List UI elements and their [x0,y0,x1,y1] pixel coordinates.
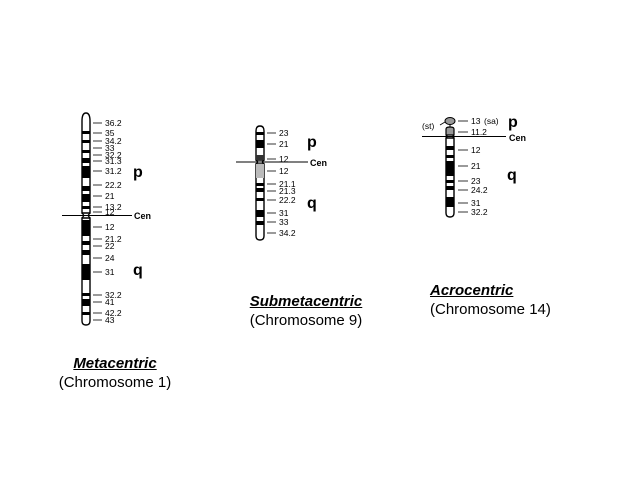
band [82,264,90,280]
band [82,140,90,143]
band-label: 41 [105,297,115,307]
submetacentric-q-label: q [307,195,317,212]
metacentric-q-label: q [133,262,143,279]
band [82,131,90,134]
band [256,210,264,217]
band-label: 32.2 [105,290,122,300]
band [82,220,90,236]
band-label: 22.2 [279,195,296,205]
band-label: 24 [105,253,115,263]
band [82,241,90,245]
band-label: 22 [105,241,115,251]
metacentric-caption: Metacentric (Chromosome 1) [40,354,190,392]
band [446,197,454,207]
band-label: 21 [471,161,481,171]
band-label: 33 [105,143,115,153]
metacentric-p-label: p [133,164,143,181]
submetacentric-tick-lines [267,132,276,234]
metacentric-chromosome: Cen 36.2 35 34.2 33 32.2 31.3 31.2 22.2 … [62,112,151,326]
band [446,186,454,190]
band-label: 11.2 [471,127,487,137]
band [82,206,90,209]
band [256,164,264,178]
band-label: 13.2 [105,202,122,212]
acrocentric-cen-label: Cen [509,133,526,143]
band [82,293,90,296]
band [82,312,90,315]
band-label: 24.2 [471,185,488,195]
acrocentric-p-label: p [508,114,518,131]
submetacentric-subtitle: (Chromosome 9) [249,312,363,329]
submetacentric-cen-label: Cen [310,158,327,168]
band-label: 21 [279,139,289,149]
metacentric-tick-lines [93,122,102,321]
band-label: 22.2 [105,180,122,190]
band-label: 12 [279,154,289,164]
band-label: 31.3 [105,156,122,166]
band-label: 32.2 [471,207,488,217]
band-label: 43 [105,315,115,325]
band-label: 35 [105,128,115,138]
metacentric-subtitle: (Chromosome 1) [58,374,172,391]
band-label: 13 [471,116,481,126]
band-label: 31 [471,198,481,208]
acrocentric-tick-lines [439,120,468,213]
band [82,250,90,255]
band [82,299,90,306]
band-label: 42.2 [105,308,122,318]
band-label: (sa) [484,116,499,126]
band-label: 12 [471,145,481,155]
band-label: 31.2 [105,166,122,176]
band [256,198,264,201]
submetacentric-chromosome: Cen 23 21 12 12 21.1 21.3 22.2 31 33 34.… [236,125,327,241]
acrocentric-satellite [444,117,456,125]
band [256,140,264,148]
acrocentric-p-arm [445,126,455,136]
band-label: 23 [471,176,481,186]
band-label: 21.1 [279,179,296,189]
band [446,180,454,183]
submetacentric-p-label: p [307,134,317,151]
acrocentric-caption: Acrocentric (Chromosome 14) [430,281,580,319]
band-label: 31 [105,267,115,277]
band [82,158,90,163]
band-label: 36.2 [105,118,122,128]
band-label: 34.2 [105,136,122,146]
band-label: 23 [279,128,289,138]
band [82,194,90,202]
band-label: 21 [105,191,115,201]
band [256,183,264,186]
band-label: 33 [279,217,289,227]
band-label: 34.2 [279,228,296,238]
band [446,155,454,158]
band [446,161,454,176]
acrocentric-chromosome: Cen (st) 13 (sa) 11.2 12 21 23 24.2 31 3… [422,114,526,218]
band [256,155,264,160]
acrocentric-subtitle: (Chromosome 14) [430,301,551,318]
acrocentric-q-label: q [507,167,517,184]
acrocentric-satellite-label: (st) [422,121,434,131]
band-label: 12 [105,207,115,217]
band-label: 21.2 [105,234,122,244]
band [256,132,264,135]
band-label: 21.3 [279,186,296,196]
band [82,166,90,178]
band-label: 32.2 [105,150,122,160]
band [256,221,264,225]
band [446,146,454,150]
metacentric-title: Metacentric [73,355,157,372]
metacentric-cen-label: Cen [134,211,151,221]
band-label: 12 [105,222,115,232]
submetacentric-title: Submetacentric [249,293,363,310]
band-label: 31 [279,208,289,218]
band [82,150,90,153]
band-label: 12 [279,166,289,176]
acrocentric-title: Acrocentric [430,282,514,299]
band [82,186,90,191]
band [256,188,264,192]
submetacentric-caption: Submetacentric (Chromosome 9) [231,292,381,330]
